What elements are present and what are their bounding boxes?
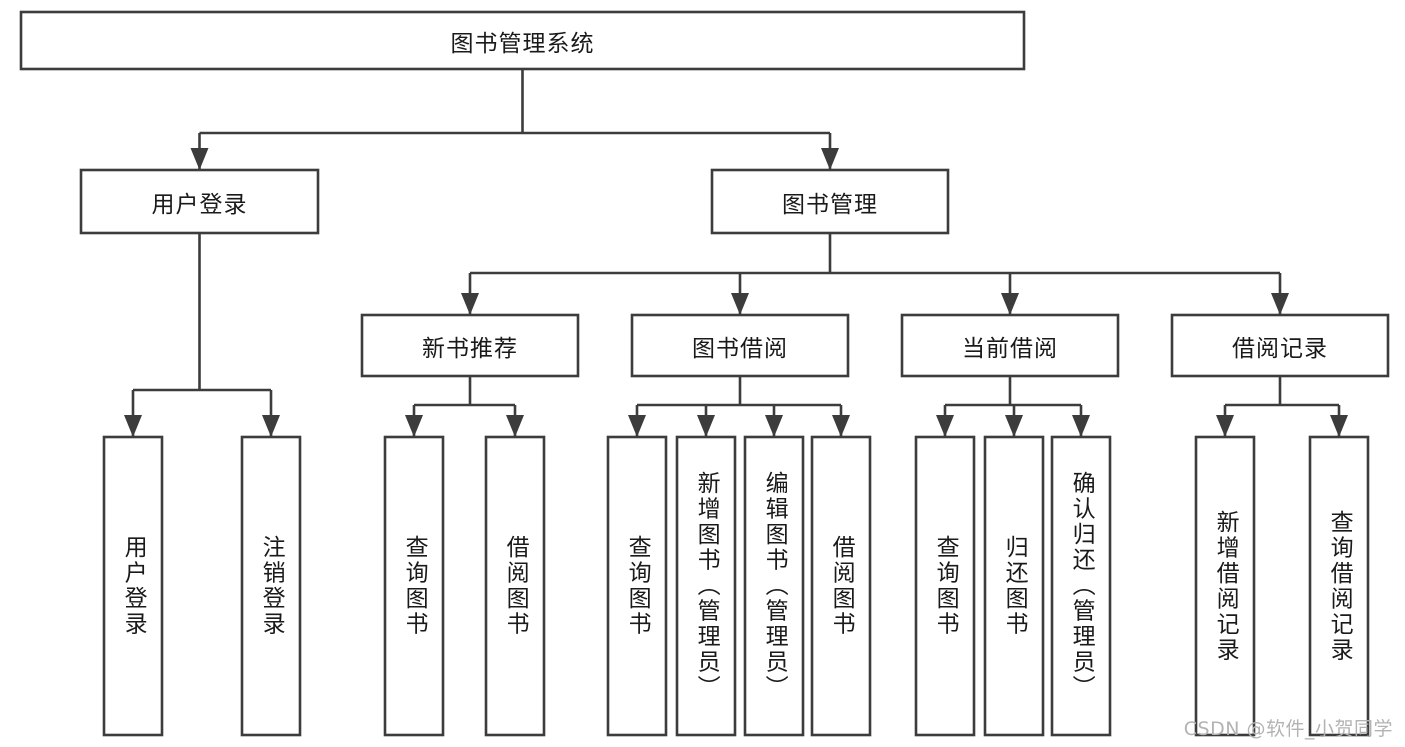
arrow-head-icon: [832, 415, 850, 437]
arrow-head-icon: [1072, 415, 1090, 437]
node-box-leaf-borrow-edit-book: [743, 435, 805, 737]
node-box-leaf-record-query: [1308, 435, 1370, 737]
node-box-root: [19, 10, 1026, 71]
arrow-head-icon: [405, 415, 423, 437]
arrow-head-icon: [1005, 415, 1023, 437]
arrow-head-icon: [821, 148, 839, 170]
node-box-leaf-rec-query-book: [383, 435, 445, 737]
arrow-head-icon: [506, 415, 524, 437]
arrow-head-icon: [1216, 415, 1234, 437]
node-box-leaf-user-login: [102, 435, 164, 737]
node-box-leaf-current-query-book: [914, 435, 976, 737]
arrow-head-icon: [262, 415, 280, 437]
node-box-new-book-rec: [360, 313, 580, 378]
arrow-head-icon: [461, 293, 479, 315]
arrow-head-icon: [190, 148, 209, 170]
boxes-layer: [19, 10, 1390, 737]
node-box-user-login: [79, 168, 320, 235]
node-box-book-manage: [710, 168, 950, 235]
node-box-leaf-current-return-book: [983, 435, 1045, 737]
arrow-head-icon: [765, 415, 783, 437]
arrow-head-icon: [1271, 293, 1289, 315]
node-box-current-borrow: [900, 313, 1120, 378]
arrow-head-icon: [697, 415, 715, 437]
node-box-leaf-borrow-add-book: [675, 435, 737, 737]
connectors-layer: [124, 69, 1348, 437]
node-box-book-borrow: [630, 313, 850, 378]
node-box-leaf-rec-borrow-book: [484, 435, 546, 737]
arrow-head-icon: [1001, 293, 1019, 315]
node-box-leaf-user-logout: [240, 435, 302, 737]
node-box-borrow-record: [1170, 313, 1390, 378]
arrow-head-icon: [731, 293, 749, 315]
node-box-leaf-record-add: [1194, 435, 1256, 737]
arrow-head-icon: [936, 415, 954, 437]
node-box-leaf-current-confirm-return: [1050, 435, 1112, 737]
node-box-leaf-borrow-borrow-book: [810, 435, 872, 737]
node-box-leaf-borrow-query-book: [606, 435, 668, 737]
arrow-head-icon: [628, 415, 646, 437]
arrow-head-icon: [1330, 415, 1348, 437]
arrow-head-icon: [124, 415, 142, 437]
